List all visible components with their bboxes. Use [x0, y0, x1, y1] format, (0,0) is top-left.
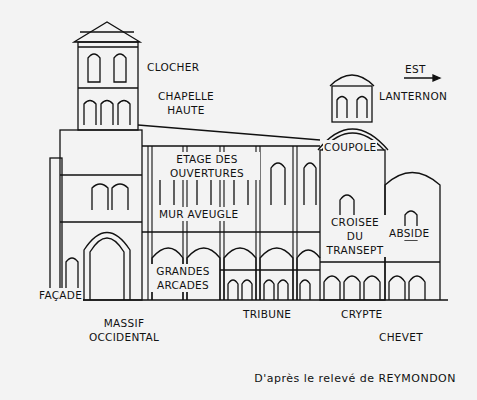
part-label: FAÇADE: [38, 288, 83, 302]
part-label: CLOCHER: [146, 60, 200, 74]
part-label: CRYPTE: [340, 307, 384, 321]
part-label: ABSIDE: [388, 226, 430, 240]
part-label: COUPOLE: [323, 140, 377, 154]
part-label: EST: [404, 62, 427, 76]
part-label: LANTERNON: [378, 89, 448, 103]
part-label: CHEVET: [378, 330, 424, 344]
part-label: CROISEE DU TRANSEPT: [324, 215, 386, 257]
part-label: MASSIF OCCIDENTAL: [82, 316, 166, 344]
part-label: GRANDES ARCADES: [150, 264, 216, 292]
part-label: ETAGE DES OUVERTURES: [154, 152, 260, 180]
caption: D'après le relevé de REYMONDON: [254, 372, 456, 385]
part-label: TRIBUNE: [242, 307, 292, 321]
part-label: CHAPELLE HAUTE: [146, 89, 226, 117]
part-label: MUR AVEUGLE: [158, 207, 239, 221]
